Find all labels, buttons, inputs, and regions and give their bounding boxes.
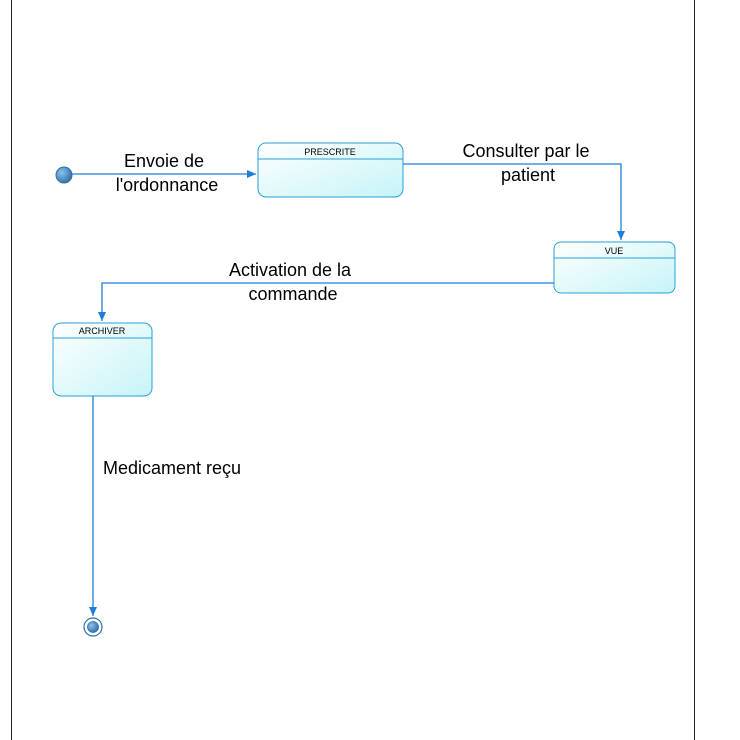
state-archiver-label: ARCHIVER (79, 326, 126, 336)
edge-label-consulter-line1: Consulter par le (462, 141, 589, 161)
initial-node[interactable] (55, 166, 73, 184)
edge-vue-to-archiver[interactable] (98, 282, 554, 321)
state-prescrite-label: PRESCRITE (304, 147, 356, 157)
state-archiver[interactable]: ARCHIVER (52, 322, 153, 397)
edge-label-medicament: Medicament reçu (103, 458, 241, 478)
page-right-border (694, 0, 695, 740)
state-vue-label: VUE (605, 246, 624, 256)
edge-prescrite-to-vue[interactable] (403, 163, 625, 240)
edge-label-activation-line2: commande (248, 284, 337, 304)
page-left-border (11, 0, 12, 740)
edge-label-envoie-line2: l'ordonnance (116, 175, 219, 195)
edge-label-activation-line1: Activation de la (229, 260, 352, 280)
final-node[interactable] (83, 617, 103, 637)
state-vue[interactable]: VUE (553, 241, 676, 294)
edge-label-envoie-line1: Envoie de (124, 151, 204, 171)
state-prescrite[interactable]: PRESCRITE (257, 142, 404, 198)
edge-label-consulter-line2: patient (501, 165, 555, 185)
